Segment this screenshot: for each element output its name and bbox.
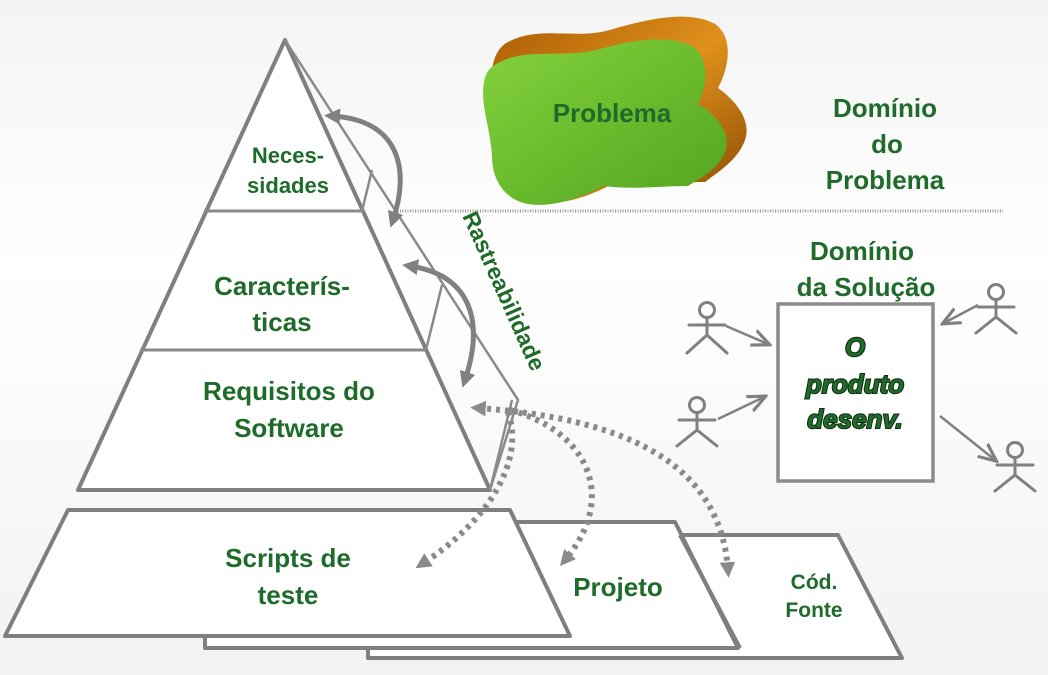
label-design: Projeto <box>573 572 663 602</box>
svg-text:do: do <box>871 129 903 159</box>
traceability-arrows <box>324 108 476 388</box>
actor-bottom-left-icon <box>675 396 719 448</box>
label-problem-domain: Domínio do Problema <box>826 93 945 195</box>
test-scripts-layer <box>3 508 572 638</box>
svg-text:Scripts de: Scripts de <box>225 543 351 573</box>
svg-text:O: O <box>845 332 865 362</box>
svg-text:ticas: ticas <box>252 307 311 337</box>
actor-top-right-icon <box>974 283 1018 335</box>
svg-text:teste: teste <box>258 580 319 610</box>
problem-blob <box>483 16 747 205</box>
label-problem: Problema <box>553 98 672 128</box>
svg-text:Fonte: Fonte <box>785 599 842 622</box>
label-test-scripts: Scripts de teste <box>225 543 351 610</box>
label-necessities: Neces- sidades <box>247 143 329 198</box>
svg-text:Caracterís-: Caracterís- <box>214 271 350 301</box>
svg-text:desenv.: desenv. <box>807 404 902 434</box>
svg-text:produto: produto <box>805 369 904 399</box>
svg-text:Problema: Problema <box>826 165 945 195</box>
product-box <box>776 302 935 483</box>
dotted-trace-arrows <box>415 400 736 578</box>
actor-bottom-right-icon <box>993 441 1037 493</box>
label-source-code: Cód. Fonte <box>785 571 842 622</box>
svg-text:Domínio: Domínio <box>833 93 937 123</box>
svg-text:Requisitos do: Requisitos do <box>203 376 375 406</box>
svg-text:da Solução: da Solução <box>797 272 936 302</box>
svg-text:Software: Software <box>234 413 344 443</box>
svg-text:Domínio: Domínio <box>810 236 914 266</box>
label-solution-domain: Domínio da Solução <box>797 236 936 302</box>
actor-top-left-icon <box>685 301 729 355</box>
svg-text:Cód.: Cód. <box>791 571 838 594</box>
actor-arrows <box>717 303 995 460</box>
label-characteristics: Caracterís- ticas <box>214 271 350 337</box>
svg-text:sidades: sidades <box>247 173 329 198</box>
svg-text:Neces-: Neces- <box>252 143 324 168</box>
label-product: O produto desenv. <box>804 331 905 435</box>
label-requirements: Requisitos do Software <box>203 376 375 443</box>
